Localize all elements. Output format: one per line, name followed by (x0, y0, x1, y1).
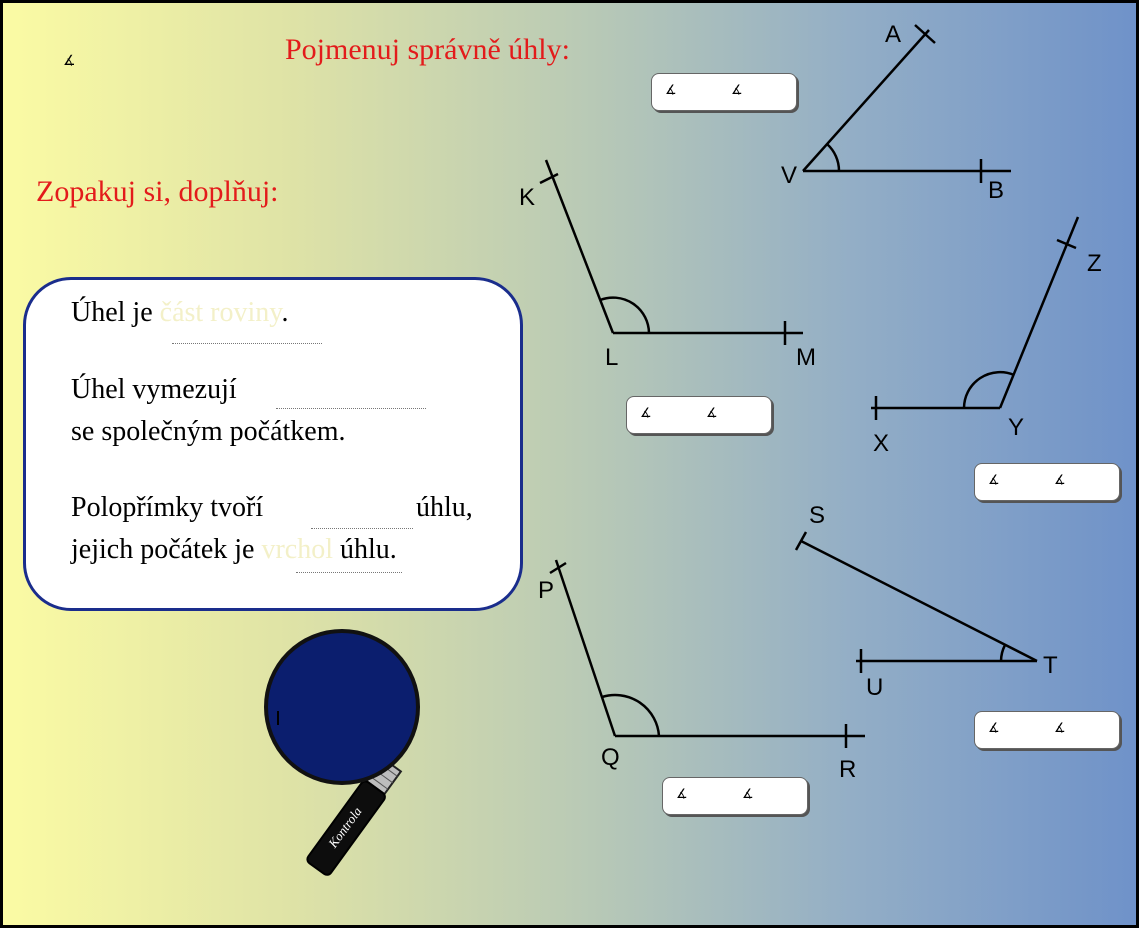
panel-line-5: jejich počátek je vrchol úhlu. (71, 534, 397, 566)
label-point-s: S (809, 502, 825, 529)
label-point-y: Y (1008, 414, 1024, 441)
angle-symbol-2: ∡ (1054, 721, 1066, 736)
blank-line4[interactable] (311, 528, 413, 529)
blank-line1[interactable] (172, 343, 322, 344)
corner-angle-symbol: ∡ (63, 53, 76, 69)
label-point-a: A (885, 21, 901, 48)
ray-qp (554, 559, 617, 737)
blank-line2[interactable] (276, 408, 426, 409)
line1-answer: část roviny (159, 297, 282, 328)
answer-box-xyz[interactable]: ∡ ∡ (974, 463, 1120, 501)
arc-v (826, 143, 841, 172)
tick-s (794, 531, 808, 551)
label-point-v: V (781, 162, 797, 189)
line5-prefix: jejich počátek je (71, 534, 255, 565)
label-point-l: L (605, 344, 618, 371)
angle-symbol-1: ∡ (665, 83, 677, 98)
arc-t (999, 644, 1007, 662)
line1-prefix: Úhel je (71, 297, 153, 328)
line5-suffix: úhlu. (340, 534, 397, 565)
line1-suffix: . (281, 297, 289, 328)
ray-va (802, 29, 930, 172)
fill-in-panel: Úhel je část roviny. Úhel vymezují se sp… (23, 277, 523, 611)
angle-symbol-1: ∡ (676, 787, 688, 802)
panel-line-4-suffix: úhlu, (416, 492, 473, 523)
label-point-q: Q (601, 744, 620, 771)
line5-answer: vrchol (261, 534, 333, 565)
label-point-m: M (796, 344, 816, 371)
angle-symbol-2: ∡ (731, 83, 743, 98)
answer-box-avb[interactable]: ∡ ∡ (651, 73, 797, 111)
arc-q (601, 693, 661, 737)
label-point-z: Z (1087, 250, 1102, 277)
heading-fill-in: Zopakuj si, doplňuj: (36, 175, 279, 208)
tick-a (914, 24, 936, 44)
tick-z (1056, 238, 1077, 250)
tick-p (549, 561, 567, 575)
panel-line-4-prefix: Polopřímky tvoří (71, 492, 264, 523)
label-point-p: P (538, 577, 554, 604)
panel-line-2: Úhel vymezují (71, 374, 237, 405)
answer-box-stu[interactable]: ∡ ∡ (974, 711, 1120, 749)
angle-symbol-2: ∡ (706, 406, 718, 421)
angle-symbol-2: ∡ (1054, 473, 1066, 488)
angle-symbol-1: ∡ (988, 473, 1000, 488)
angle-symbol-1: ∡ (988, 721, 1000, 736)
label-point-t: T (1043, 652, 1058, 679)
angles-diagram: A V B K L M X Y Z S T U P Q R (519, 21, 1102, 783)
panel-line-3: se společným počátkem. (71, 416, 346, 447)
tick-k (539, 172, 559, 185)
label-point-k: K (519, 184, 535, 211)
label-point-b: B (988, 177, 1004, 204)
label-point-x: X (873, 430, 889, 457)
panel-line-1: Úhel je část roviny. (71, 297, 288, 329)
answer-box-klm[interactable]: ∡ ∡ (626, 396, 772, 434)
angle-symbol-2: ∡ (742, 787, 754, 802)
magnifier-lens[interactable] (264, 629, 420, 785)
arc-y (962, 370, 1015, 409)
ray-ts (800, 539, 1038, 663)
arc-l (599, 296, 651, 334)
ray-yz (998, 216, 1080, 409)
label-point-u: U (866, 674, 883, 701)
blank-line5[interactable] (296, 572, 402, 573)
answer-box-pqr[interactable]: ∡ ∡ (662, 777, 808, 815)
label-point-r: R (839, 756, 856, 783)
heading-name-angles: Pojmenuj správně úhly: (285, 33, 570, 66)
ray-lk (544, 159, 615, 334)
angle-symbol-1: ∡ (640, 406, 652, 421)
